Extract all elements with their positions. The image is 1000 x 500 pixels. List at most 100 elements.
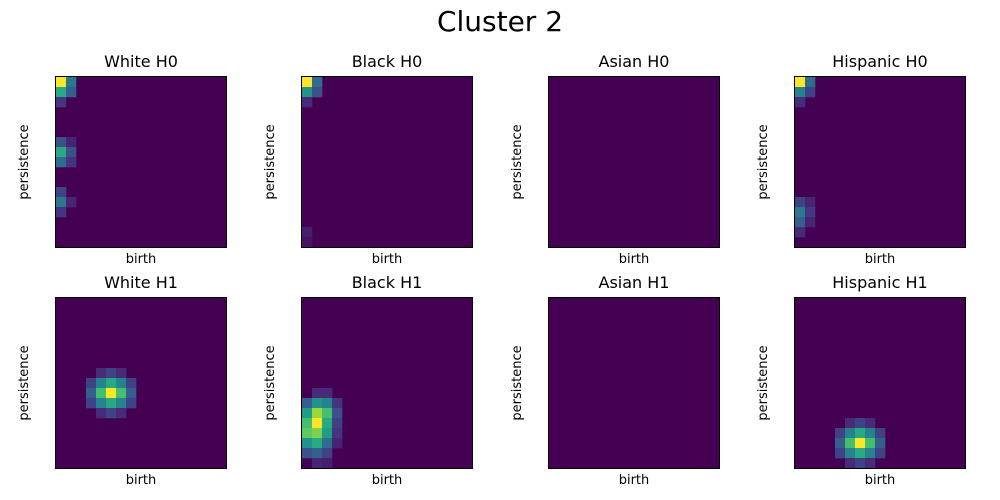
heatmap-cell bbox=[835, 428, 846, 439]
heatmap-cell bbox=[795, 87, 806, 98]
heatmap-svg bbox=[549, 298, 719, 468]
heatmap-cell bbox=[855, 448, 866, 459]
heatmap-cell bbox=[835, 438, 846, 449]
y-axis-label: persistence bbox=[756, 345, 771, 421]
heatmap-cell bbox=[302, 418, 313, 429]
heatmap-cell bbox=[302, 408, 313, 419]
heatmap-svg bbox=[86, 368, 137, 419]
y-axis-label: persistence bbox=[510, 345, 525, 421]
x-axis-label: birth bbox=[125, 252, 157, 267]
panel-title: Black H1 bbox=[351, 273, 423, 292]
heatmap-cell bbox=[332, 438, 343, 449]
heatmap-cell bbox=[106, 408, 117, 419]
heatmap-cell bbox=[126, 388, 137, 399]
heatmap-cell bbox=[845, 418, 856, 429]
heatmap-cell bbox=[126, 398, 137, 409]
heatmap-cell bbox=[66, 137, 77, 148]
heatmap-cell bbox=[332, 398, 343, 409]
heatmap-cell bbox=[312, 388, 323, 399]
panel-title: White H0 bbox=[104, 52, 178, 71]
heatmap-cell bbox=[312, 398, 323, 409]
heatmap-cell bbox=[332, 408, 343, 419]
heatmap-cell bbox=[865, 448, 876, 459]
plot-area bbox=[301, 297, 473, 469]
x-axis-label: birth bbox=[618, 473, 650, 488]
heatmap-cell bbox=[805, 77, 816, 88]
heatmap-cell bbox=[116, 398, 127, 409]
heatmap-cell bbox=[865, 428, 876, 439]
heatmap-cell bbox=[312, 458, 323, 468]
heatmap-svg bbox=[56, 77, 77, 218]
heatmap-cell bbox=[66, 77, 77, 88]
heatmap-cell bbox=[312, 77, 323, 88]
y-axis-label: persistence bbox=[263, 345, 278, 421]
plot-area bbox=[794, 297, 966, 469]
heatmap-cell bbox=[126, 378, 137, 389]
heatmap-cell bbox=[66, 87, 77, 98]
heatmap-cell bbox=[865, 438, 876, 449]
x-axis-label: birth bbox=[371, 252, 403, 267]
heatmap-svg bbox=[835, 418, 886, 468]
panel-title: White H1 bbox=[104, 273, 178, 292]
y-axis-label: persistence bbox=[263, 124, 278, 200]
heatmap-cell bbox=[96, 368, 107, 379]
plot-area bbox=[548, 297, 720, 469]
heatmap-cell bbox=[875, 448, 886, 459]
heatmap-panel-white-h1: White H1 birth persistence bbox=[17, 273, 227, 488]
heatmap-cell bbox=[56, 97, 67, 108]
heatmap-svg bbox=[302, 388, 343, 468]
y-axis-label: persistence bbox=[756, 124, 771, 200]
heatmap-svg bbox=[549, 77, 719, 247]
plot-area bbox=[301, 76, 473, 248]
heatmap-cell bbox=[302, 97, 313, 108]
heatmap-cell bbox=[302, 448, 313, 459]
heatmap-cell bbox=[106, 368, 117, 379]
heatmap-cell bbox=[56, 147, 67, 158]
plot-area bbox=[794, 76, 966, 248]
heatmap-cell bbox=[845, 438, 856, 449]
heatmap-cell bbox=[302, 398, 313, 409]
heatmap-cell bbox=[332, 428, 343, 439]
heatmap-cell bbox=[116, 378, 127, 389]
heatmap-cell bbox=[96, 408, 107, 419]
heatmap-cell bbox=[795, 227, 806, 238]
heatmap-cell bbox=[835, 448, 846, 459]
heatmap-cell bbox=[86, 378, 97, 389]
heatmap-cell bbox=[66, 157, 77, 168]
heatmap-cell bbox=[805, 87, 816, 98]
heatmap-cell bbox=[332, 418, 343, 429]
plot-area bbox=[548, 76, 720, 248]
heatmap-cell bbox=[312, 408, 323, 419]
heatmap-cell bbox=[56, 137, 67, 148]
y-axis-label: persistence bbox=[17, 345, 32, 421]
x-axis-label: birth bbox=[618, 252, 650, 267]
heatmap-cell bbox=[56, 197, 67, 208]
heatmap-cell bbox=[855, 438, 866, 449]
heatmap-cell bbox=[302, 438, 313, 449]
x-axis-label: birth bbox=[864, 473, 896, 488]
x-axis-label: birth bbox=[125, 473, 157, 488]
heatmap-svg bbox=[795, 77, 816, 238]
heatmap-cell bbox=[322, 448, 333, 459]
heatmap-cell bbox=[302, 87, 313, 98]
heatmap-cell bbox=[855, 418, 866, 429]
heatmap-cell bbox=[805, 197, 816, 208]
heatmap-cell bbox=[312, 448, 323, 459]
heatmap-cell bbox=[116, 368, 127, 379]
heatmap-cell bbox=[96, 378, 107, 389]
heatmap-cell bbox=[845, 428, 856, 439]
figure-title: Cluster 2 bbox=[436, 5, 564, 38]
heatmap-cell bbox=[805, 207, 816, 218]
heatmap-cell bbox=[322, 398, 333, 409]
heatmap-cell bbox=[875, 428, 886, 439]
heatmap-cell bbox=[56, 207, 67, 218]
heatmap-cell bbox=[56, 77, 67, 88]
heatmap-cell bbox=[795, 97, 806, 108]
heatmap-cell bbox=[865, 458, 876, 468]
heatmap-cell bbox=[312, 418, 323, 429]
heatmap-cell bbox=[66, 147, 77, 158]
